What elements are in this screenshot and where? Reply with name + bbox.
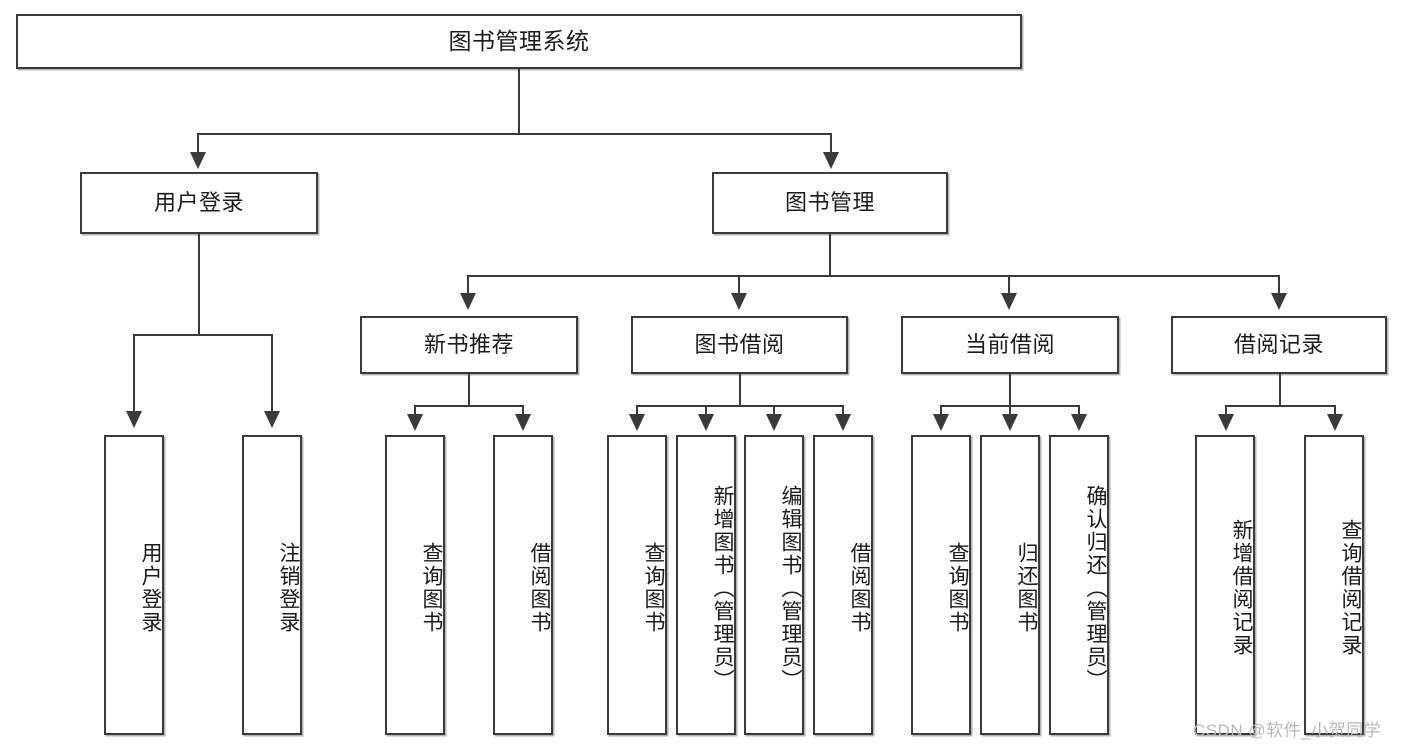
edge-current-borrow-to-leaf-0 bbox=[940, 405, 942, 417]
edge-borrow-record-to-leaf-0 bbox=[1225, 405, 1227, 417]
edge-root-bus bbox=[197, 133, 832, 135]
node-book-borrow[interactable]: 图书借阅 bbox=[631, 316, 848, 374]
edge-root-to-book-manage bbox=[830, 133, 832, 155]
leaf-book-borrow-0[interactable]: 查询图书 bbox=[607, 435, 667, 735]
arrow-book-manage-to-l2-2 bbox=[1001, 293, 1017, 310]
leaf-user-login-0[interactable]: 用户登录 bbox=[104, 435, 164, 735]
leaf-label: 查询图书 bbox=[946, 542, 969, 634]
arrow-book-borrow-to-leaf-1 bbox=[698, 414, 714, 431]
arrow-book-manage-to-l2-0 bbox=[460, 293, 476, 310]
edge-book-manage-to-l2-3 bbox=[1278, 275, 1280, 296]
arrow-book-manage-to-l2-1 bbox=[731, 293, 747, 310]
arrow-borrow-record-to-leaf-1 bbox=[1327, 414, 1343, 431]
node-current-borrow[interactable]: 当前借阅 bbox=[901, 316, 1119, 374]
edge-current-borrow-to-leaf-2 bbox=[1078, 405, 1080, 417]
edge-book-borrow-stem bbox=[739, 374, 741, 406]
leaf-user-login-1[interactable]: 注销登录 bbox=[242, 435, 302, 735]
arrow-user-login-to-leaf-1 bbox=[264, 411, 280, 428]
leaf-label: 借阅图书 bbox=[528, 542, 551, 634]
edge-book-manage-to-l2-0 bbox=[467, 275, 469, 296]
leaf-borrow-record-0[interactable]: 新增借阅记录 bbox=[1195, 435, 1255, 735]
node-new-book-recommend[interactable]: 新书推荐 bbox=[360, 316, 578, 374]
leaf-label: 查询图书 bbox=[420, 542, 443, 634]
leaf-new-book-0[interactable]: 查询图书 bbox=[385, 435, 445, 735]
leaf-current-borrow-1[interactable]: 归还图书 bbox=[980, 435, 1040, 735]
leaf-label: 编辑图书（管理员） bbox=[779, 484, 802, 692]
leaf-label: 注销登录 bbox=[277, 542, 300, 634]
edge-new-book-stem bbox=[468, 374, 470, 406]
arrow-root-to-book-manage bbox=[823, 152, 839, 169]
node-borrow-record[interactable]: 借阅记录 bbox=[1171, 316, 1387, 374]
leaf-label: 查询图书 bbox=[642, 542, 665, 634]
edge-book-borrow-to-leaf-2 bbox=[773, 405, 775, 417]
edge-new-book-bus bbox=[414, 405, 524, 407]
leaf-label: 用户登录 bbox=[139, 542, 162, 634]
node-book-manage[interactable]: 图书管理 bbox=[712, 172, 948, 234]
arrow-book-manage-to-l2-3 bbox=[1271, 293, 1287, 310]
leaf-book-borrow-3[interactable]: 借阅图书 bbox=[813, 435, 873, 735]
edge-new-book-to-leaf-0 bbox=[414, 405, 416, 417]
edge-book-manage-bus bbox=[467, 275, 1279, 277]
edge-book-borrow-to-leaf-3 bbox=[842, 405, 844, 417]
arrow-book-borrow-to-leaf-2 bbox=[766, 414, 782, 431]
leaf-current-borrow-0[interactable]: 查询图书 bbox=[911, 435, 971, 735]
edge-book-manage-to-l2-1 bbox=[738, 275, 740, 296]
leaf-label: 新增图书（管理员） bbox=[711, 484, 734, 692]
node-root[interactable]: 图书管理系统 bbox=[16, 14, 1022, 69]
arrow-current-borrow-to-leaf-1 bbox=[1002, 414, 1018, 431]
arrow-root-to-user-login bbox=[190, 152, 206, 169]
leaf-current-borrow-2[interactable]: 确认归还（管理员） bbox=[1049, 435, 1109, 735]
edge-user-login-to-leaf-1 bbox=[271, 334, 273, 414]
arrow-borrow-record-to-leaf-0 bbox=[1218, 414, 1234, 431]
edge-book-manage-stem bbox=[829, 234, 831, 276]
edge-borrow-record-to-leaf-1 bbox=[1334, 405, 1336, 417]
edge-book-borrow-bus bbox=[636, 405, 843, 407]
edge-user-login-stem bbox=[198, 234, 200, 335]
node-user-login[interactable]: 用户登录 bbox=[80, 172, 318, 234]
leaf-label: 归还图书 bbox=[1015, 542, 1038, 634]
edge-current-borrow-to-leaf-1 bbox=[1009, 405, 1011, 417]
edge-new-book-to-leaf-1 bbox=[522, 405, 524, 417]
edge-root-stem bbox=[518, 69, 520, 134]
edge-book-borrow-to-leaf-1 bbox=[705, 405, 707, 417]
edge-current-borrow-stem bbox=[1009, 374, 1011, 406]
leaf-label: 查询借阅记录 bbox=[1339, 519, 1362, 657]
edge-borrow-record-stem bbox=[1279, 374, 1281, 406]
leaf-label: 新增借阅记录 bbox=[1230, 519, 1253, 657]
edge-book-borrow-to-leaf-0 bbox=[636, 405, 638, 417]
csdn-watermark: CSDN @软件_小贺同学 bbox=[1193, 721, 1382, 740]
leaf-label: 确认归还（管理员） bbox=[1084, 484, 1107, 692]
edge-root-to-user-login bbox=[197, 133, 199, 155]
arrow-new-book-to-leaf-1 bbox=[515, 414, 531, 431]
leaf-book-borrow-1[interactable]: 新增图书（管理员） bbox=[676, 435, 736, 735]
leaf-borrow-record-1[interactable]: 查询借阅记录 bbox=[1304, 435, 1364, 735]
arrow-current-borrow-to-leaf-0 bbox=[933, 414, 949, 431]
edge-book-manage-to-l2-2 bbox=[1008, 275, 1010, 296]
arrow-book-borrow-to-leaf-3 bbox=[835, 414, 851, 431]
arrow-new-book-to-leaf-0 bbox=[407, 414, 423, 431]
arrow-current-borrow-to-leaf-2 bbox=[1071, 414, 1087, 431]
arrow-book-borrow-to-leaf-0 bbox=[629, 414, 645, 431]
leaf-new-book-1[interactable]: 借阅图书 bbox=[493, 435, 553, 735]
leaf-book-borrow-2[interactable]: 编辑图书（管理员） bbox=[744, 435, 804, 735]
edge-user-login-bus bbox=[133, 334, 271, 336]
leaf-label: 借阅图书 bbox=[848, 542, 871, 634]
edge-borrow-record-bus bbox=[1225, 405, 1335, 407]
arrow-user-login-to-leaf-0 bbox=[126, 411, 142, 428]
edge-user-login-to-leaf-0 bbox=[133, 334, 135, 414]
